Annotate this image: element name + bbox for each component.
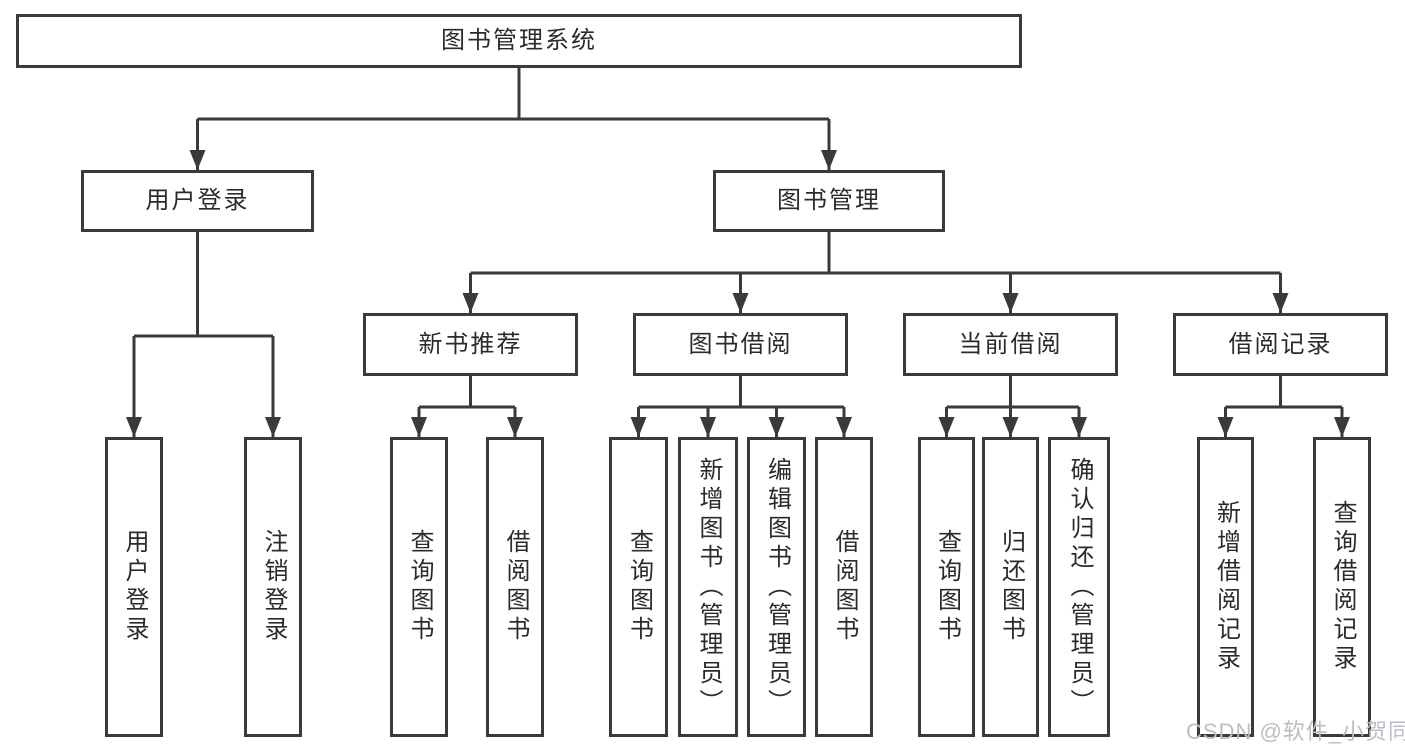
- leaf-logout: 注销登录: [244, 437, 302, 737]
- leaf-return-books: 归还图书: [982, 437, 1039, 737]
- leaf-label: 新增图书（管理员）: [695, 456, 722, 718]
- leaf-edit-books-admin: 编辑图书（管理员）: [747, 437, 806, 737]
- leaf-label: 查询图书: [625, 529, 653, 645]
- leaf-query-books: 查询图书: [609, 437, 668, 737]
- node-book-management: 图书管理: [713, 170, 945, 232]
- leaf-label: 查询图书: [406, 529, 433, 645]
- node-current-borrow: 当前借阅: [903, 313, 1118, 376]
- leaf-label: 用户登录: [121, 529, 148, 645]
- node-book-borrow: 图书借阅: [633, 313, 848, 376]
- node-root: 图书管理系统: [16, 14, 1022, 68]
- leaf-add-borrow-record: 新增借阅记录: [1197, 437, 1254, 737]
- leaf-confirm-return-admin: 确认归还（管理员）: [1048, 437, 1110, 737]
- leaf-label: 借阅图书: [831, 529, 858, 645]
- leaf-label: 借阅图书: [502, 529, 529, 645]
- leaf-label: 注销登录: [260, 529, 287, 645]
- node-user-login: 用户登录: [81, 170, 314, 232]
- leaf-borrow-books: 借阅图书: [815, 437, 873, 737]
- leaf-label: 查询图书: [933, 529, 961, 645]
- leaf-query-books: 查询图书: [390, 437, 448, 737]
- leaf-label: 查询借阅记录: [1329, 500, 1356, 674]
- node-new-book-recommend: 新书推荐: [363, 313, 578, 376]
- leaf-label: 归还图书: [997, 529, 1025, 645]
- watermark: CSDN @软件_小贺同学: [1186, 719, 1405, 744]
- leaf-user-login: 用户登录: [105, 437, 163, 737]
- node-borrow-records: 借阅记录: [1173, 313, 1388, 376]
- leaf-query-books: 查询图书: [918, 437, 975, 737]
- leaf-borrow-books: 借阅图书: [486, 437, 544, 737]
- leaf-label: 确认归还（管理员）: [1066, 456, 1093, 718]
- leaf-label: 新增借阅记录: [1212, 500, 1240, 674]
- leaf-label: 编辑图书（管理员）: [763, 456, 791, 718]
- leaf-query-borrow-record: 查询借阅记录: [1313, 437, 1371, 737]
- leaf-add-books-admin: 新增图书（管理员）: [678, 437, 738, 737]
